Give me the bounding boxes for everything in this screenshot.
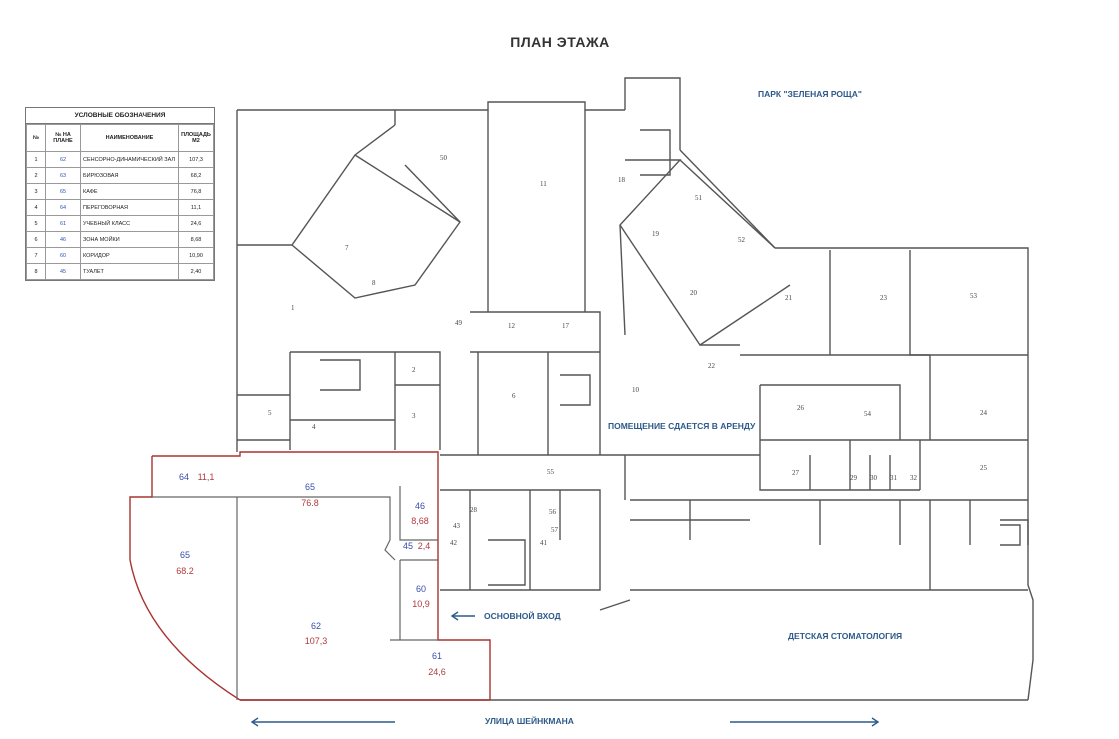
legend-col-name: НАИМЕНОВАНИЕ [80,124,179,152]
plan-room-number: 8 [372,279,376,287]
legend-cell-name: ТУАЛЕТ [80,263,179,280]
street-arrows [250,611,880,727]
room-45-area: 2,4 [417,541,431,551]
legend-heading: УСЛОВНЫЕ ОБОЗНАЧЕНИЯ [26,108,214,124]
room-64-area: 11,1 [197,472,215,482]
legend-table: УСЛОВНЫЕ ОБОЗНАЧЕНИЯ № № НА ПЛАНЕ НАИМЕН… [25,107,215,281]
plan-room-number: 57 [551,526,559,534]
plan-room-number: 11 [540,180,547,188]
plan-room-number: 26 [797,404,805,412]
plan-room-number: 32 [910,474,918,482]
room-61-area: 24,6 [428,667,446,677]
plan-room-number: 25 [980,464,988,472]
plan-room-number: 24 [980,409,988,417]
park-label: ПАРК "ЗЕЛЕНАЯ РОЩА" [758,89,862,99]
room-62-number: 62 [310,621,321,631]
plan-room-number: 17 [562,322,570,330]
plan-title: ПЛАН ЭТАЖА [510,34,610,50]
plan-room-number: 22 [708,362,716,370]
plan-room-number: 1 [291,304,295,312]
plan-room-number: 54 [864,410,872,418]
plan-room-number: 53 [970,292,978,300]
plan-room-number: 56 [549,508,557,516]
plan-room-number: 5 [268,409,272,417]
rent-label: ПОМЕЩЕНИЕ СДАЕТСЯ В АРЕНДУ [608,421,756,431]
plan-room-number: 51 [695,194,703,202]
legend-cell-plan: 45 [45,263,81,280]
plan-room-number: 49 [455,319,463,327]
plan-room-number: 7 [345,244,349,252]
room-65-number: 65 [179,550,190,560]
plan-room-number: 19 [652,230,660,238]
plan-room-number: 43 [453,522,461,530]
room-64-number: 64 [178,472,189,482]
room-62-area: 107,3 [304,636,328,646]
plan-room-number: 18 [618,176,626,184]
plan-room-number: 12 [508,322,516,330]
legend-col-area: ПЛОЩАДЬ М2 [178,124,214,152]
room-46-number: 46 [414,501,425,511]
plan-room-number: 50 [440,154,448,162]
plan-room-number: 23 [880,294,888,302]
room-65-cafe-area: 76.8 [301,498,319,508]
plan-room-number: 3 [412,412,416,420]
room-60-area: 10,9 [412,599,430,609]
room-45-number: 45 [402,541,413,551]
plan-room-number: 20 [690,289,698,297]
building-walls [236,77,1034,701]
plan-room-number: 29 [850,474,858,482]
legend-cell-area: 2,40 [178,263,214,280]
plan-room-number: 21 [785,294,793,302]
plan-room-number: 6 [512,392,516,400]
room-61-number: 61 [431,651,442,661]
dental-label: ДЕТСКАЯ СТОМАТОЛОГИЯ [788,631,903,641]
room-60-number: 60 [415,584,426,594]
plan-room-number: 2 [412,366,416,374]
plan-room-number: 30 [870,474,878,482]
plan-room-number: 55 [547,468,555,476]
plan-room-number: 52 [738,236,746,244]
room-65-area: 68.2 [176,566,194,576]
plan-room-number: 41 [540,539,548,547]
room-65-cafe-number: 65 [304,482,315,492]
rental-area-outline [129,451,491,701]
room-46-area: 8,68 [411,516,429,526]
plan-room-number: 10 [632,386,640,394]
plan-room-number: 27 [792,469,800,477]
plan-room-number: 28 [470,506,478,514]
plan-room-number: 31 [890,474,898,482]
legend-cell-area: 10,90 [178,247,214,264]
plan-room-number: 42 [450,539,458,547]
rental-interior-walls [152,486,438,700]
entrance-label: ОСНОВНОЙ ВХОД [484,611,561,621]
legend-col-plan: № НА ПЛАНЕ [45,124,81,152]
plan-room-number: 4 [312,423,316,431]
street-label: УЛИЦА ШЕЙНКМАНА [485,716,574,726]
